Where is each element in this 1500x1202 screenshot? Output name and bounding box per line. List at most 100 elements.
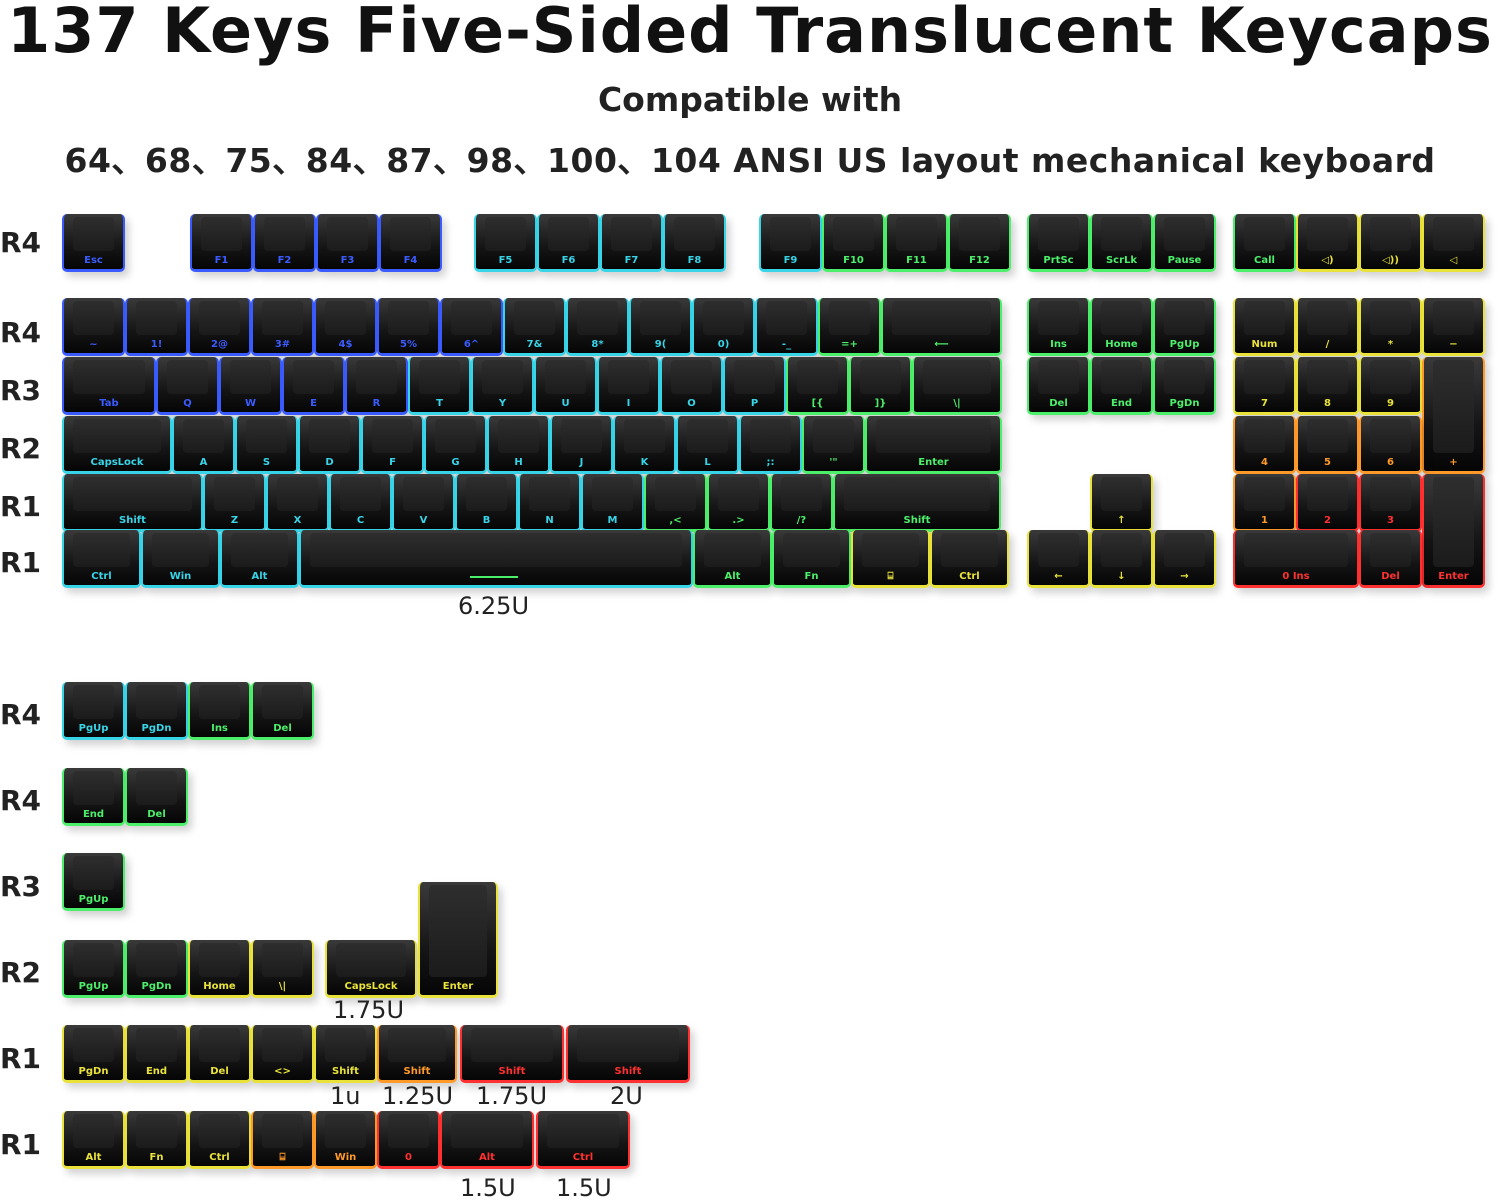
keycap-legend: P — [750, 398, 759, 409]
row-label: R1 — [0, 546, 42, 579]
keycap-extra: PgDn — [125, 682, 188, 740]
keycap-top — [640, 301, 681, 335]
keycap-top — [485, 217, 526, 251]
keycap-alpha: F — [361, 416, 424, 474]
keycap-num: ~ — [62, 298, 125, 356]
keycap-extra: ⌸ — [251, 1111, 314, 1169]
keycap-top — [201, 217, 242, 251]
keycap-extra: Shift — [460, 1025, 564, 1083]
keycap-extra: PgUp — [62, 940, 125, 998]
row-label: R2 — [0, 432, 42, 465]
keycap-num: 0) — [692, 298, 755, 356]
keycap-numpad: 7 — [1233, 357, 1296, 415]
keycap-top — [529, 477, 570, 511]
keycap-legend: W — [244, 398, 257, 409]
keycap-top — [959, 217, 1000, 251]
keycap-legend: 2@ — [211, 339, 228, 350]
keycap-numpad: 2 — [1296, 474, 1359, 532]
keycap-top — [674, 217, 715, 251]
keycap-arrow: ↓ — [1090, 530, 1153, 588]
keycap-legend: =+ — [841, 339, 858, 350]
keycap-legend: ]} — [874, 398, 887, 409]
keycap-top — [608, 360, 649, 394]
keycap-legend: J — [579, 457, 584, 468]
keycap-numpad: 8 — [1296, 357, 1359, 415]
page-subtitle: Compatible with — [597, 80, 903, 119]
keycap-legend: ← — [1054, 571, 1063, 582]
keycap-top — [356, 360, 397, 394]
keycap-numpad: / — [1296, 298, 1359, 356]
keycap-top — [498, 419, 539, 453]
keycap-top — [136, 1028, 177, 1062]
keycap-alpha: E — [282, 357, 345, 415]
keycap-numpad: + — [1422, 357, 1485, 474]
keycap-legend: Alt — [251, 571, 268, 582]
keycap-alpha: I — [597, 357, 660, 415]
keycap-fn: F1 — [190, 214, 253, 272]
keycap-extra: Del — [125, 768, 188, 826]
row-label: R1 — [0, 1042, 42, 1075]
keycap-legend: End — [145, 1066, 168, 1077]
keycap-nav: Del — [1027, 357, 1090, 415]
keycap-mod: Fn — [772, 530, 851, 588]
keycap-legend: '" — [829, 457, 838, 468]
keycap-legend: /? — [796, 515, 807, 526]
keycap-top — [73, 685, 114, 719]
keycap-alpha: Q — [156, 357, 219, 415]
keycap-extra: Enter — [418, 882, 498, 998]
keycap-fn: F11 — [885, 214, 948, 272]
keycap-legend: PgDn — [141, 723, 172, 734]
keycap-top — [199, 1028, 240, 1062]
keycap-alpha: ]} — [849, 357, 912, 415]
keycap-alpha: A — [172, 416, 235, 474]
keycap-alpha: '" — [802, 416, 865, 474]
keycap-arrow: ← — [1027, 530, 1090, 588]
keycap-num: ⟵ — [881, 298, 1002, 356]
keycap-top — [545, 360, 586, 394]
keycap-extra: CapsLock — [325, 940, 417, 998]
keycap-alpha: H — [487, 416, 550, 474]
keycap-top — [73, 1114, 114, 1148]
keycap-nav: PgDn — [1153, 357, 1216, 415]
keycap-top — [1307, 360, 1348, 394]
keycap-legend: Pause — [1167, 255, 1202, 266]
keycap-legend: U — [561, 398, 570, 409]
keycap-top — [718, 477, 759, 511]
keycap-top — [73, 1028, 114, 1062]
keycap-alpha: M — [581, 474, 644, 532]
keycap-extra: Shift — [566, 1025, 690, 1083]
keycap-alpha: ;: — [739, 416, 802, 474]
keycap-alpha: K — [613, 416, 676, 474]
keycap-top — [199, 301, 240, 335]
keycap-extra: PgUp — [62, 682, 125, 740]
keycap-legend: Fn — [804, 571, 819, 582]
keycap-top — [336, 943, 406, 977]
keycap-legend: ⌸ — [887, 571, 894, 582]
keycap-legend: F2 — [277, 255, 292, 266]
keycap-top — [264, 217, 305, 251]
keycap-top — [199, 1114, 240, 1148]
keycap-nav: PgUp — [1153, 298, 1216, 356]
keycap-legend: 8* — [591, 339, 604, 350]
keycap-legend: Shift — [498, 1066, 526, 1077]
keycap-legend: Tab — [99, 398, 119, 409]
keycap-top — [340, 477, 381, 511]
keycap-legend: Alt — [724, 571, 741, 582]
keycap-legend: ⌸ — [279, 1152, 286, 1163]
keycap-legend: F5 — [498, 255, 513, 266]
keycap-legend: ◁)) — [1382, 255, 1399, 266]
keycap-legend: A — [199, 457, 208, 468]
keycap-alpha: U — [534, 357, 597, 415]
keycap-legend: 5% — [400, 339, 417, 350]
keycap-top — [136, 1114, 177, 1148]
keycap-top — [388, 301, 429, 335]
keycap-top — [1164, 533, 1205, 567]
keycap-legend: S — [262, 457, 271, 468]
keycap-top — [325, 1114, 366, 1148]
keycap-fn: F6 — [537, 214, 600, 272]
keycap-top — [262, 1114, 303, 1148]
keycap-legend: F3 — [340, 255, 355, 266]
keycap-legend: X — [293, 515, 302, 526]
keycap-top — [813, 419, 854, 453]
keycap-legend: Shift — [614, 1066, 642, 1077]
